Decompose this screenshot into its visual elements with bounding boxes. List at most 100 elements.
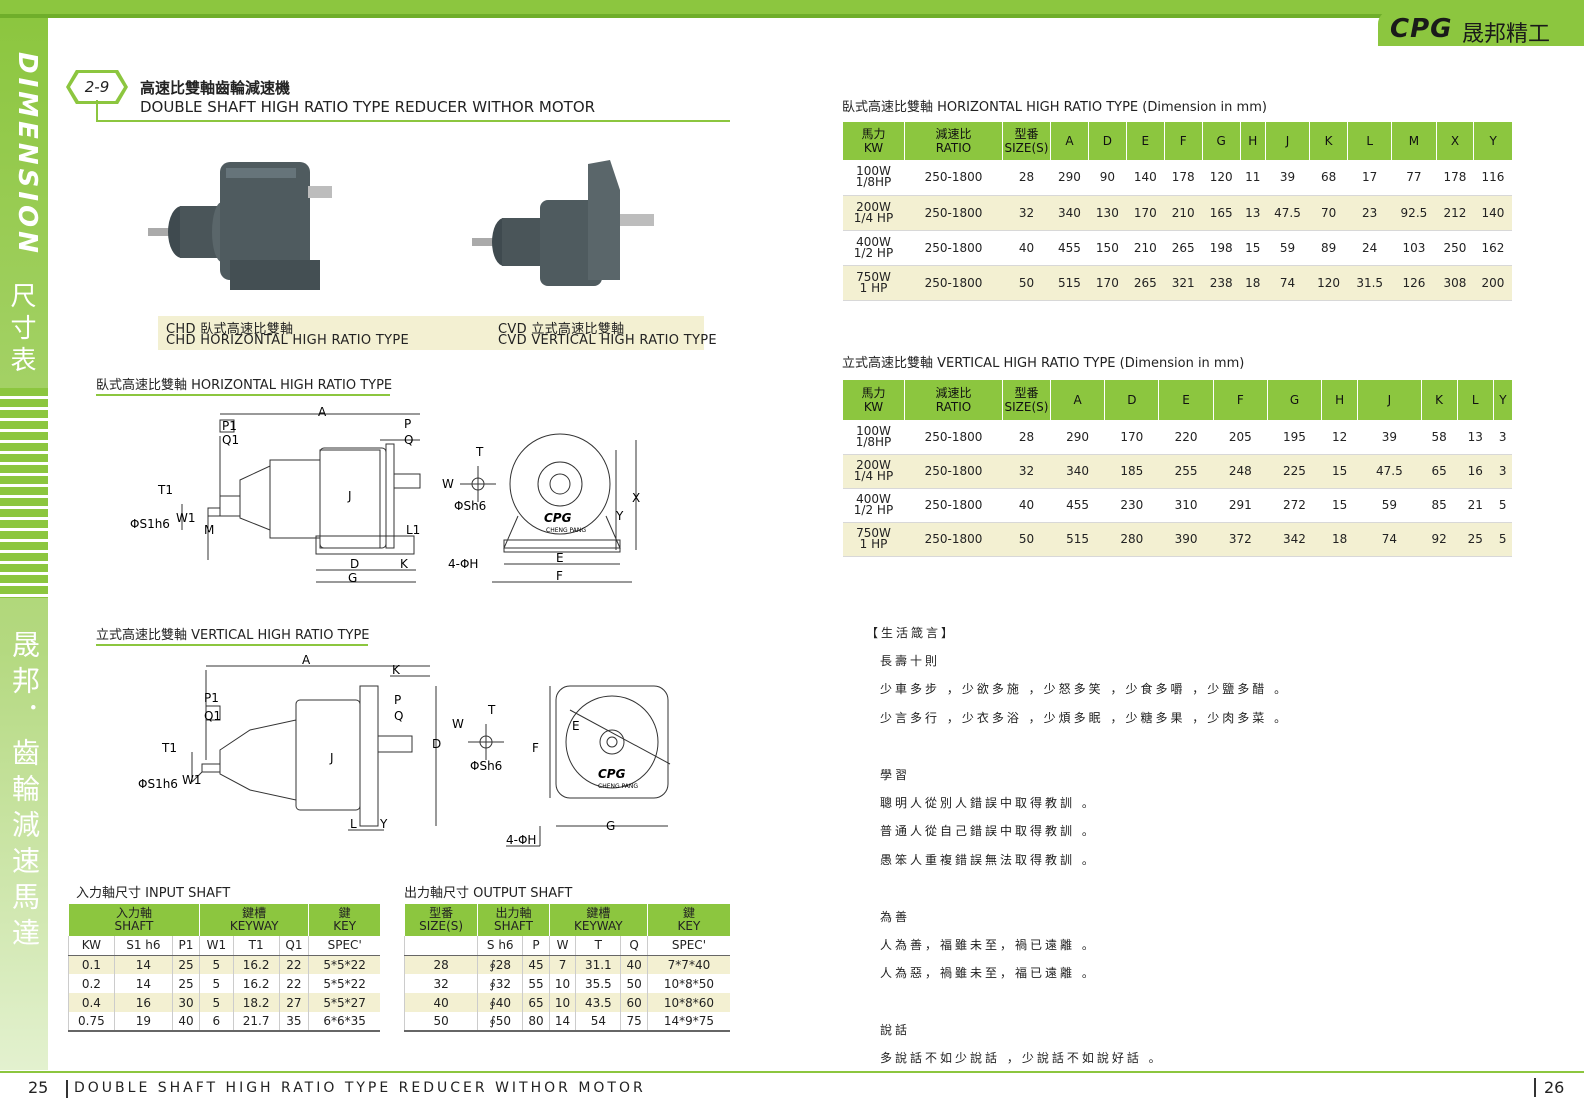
table-cell: 24 bbox=[1347, 230, 1392, 266]
table-cell: 150 bbox=[1088, 230, 1127, 266]
table-cell: 340 bbox=[1050, 195, 1089, 231]
table-cell: 47.5 bbox=[1265, 195, 1310, 231]
table-cell: 230 bbox=[1104, 488, 1159, 523]
section-number: 2-9 bbox=[70, 73, 124, 101]
table-cell: 130 bbox=[1088, 195, 1127, 231]
table-cell: 32 bbox=[1002, 195, 1051, 231]
table-cell: 75 bbox=[620, 1012, 648, 1031]
table-cell: 28 bbox=[1002, 420, 1051, 455]
table-cell: 18 bbox=[1321, 522, 1358, 557]
table-header: L bbox=[1456, 380, 1494, 420]
table-cell: 32 bbox=[1002, 454, 1051, 489]
horizontal-drawing: A P Q P1 Q1 J M L1 T1 W1 ΦS1h6 D K G T W… bbox=[130, 405, 640, 585]
table-cell: 40 bbox=[1002, 488, 1051, 523]
table-cell: 92.5 bbox=[1391, 195, 1437, 231]
table-cell: 12 bbox=[1321, 420, 1358, 455]
proverb-line: 說話 bbox=[880, 1023, 911, 1038]
table-cell: 40 bbox=[620, 955, 648, 974]
table-cell: 238 bbox=[1202, 265, 1241, 301]
table-subheader: P1 bbox=[172, 936, 200, 956]
table-cell: 250-1800 bbox=[904, 454, 1003, 489]
table-subheader: T bbox=[575, 936, 621, 956]
hdim-D: D bbox=[350, 557, 359, 571]
table-cell: 27 bbox=[278, 993, 309, 1012]
table-cell: 515 bbox=[1050, 522, 1105, 557]
table-cell: 25 bbox=[172, 974, 200, 993]
page-number-right: 26 bbox=[1534, 1078, 1564, 1097]
table-cell: 162 bbox=[1473, 230, 1512, 266]
table-header: L bbox=[1347, 122, 1392, 160]
table-header: J bbox=[1357, 380, 1422, 420]
proverb-line bbox=[880, 879, 1289, 907]
table-cell: 58 bbox=[1421, 420, 1458, 455]
caption-cvd-en: CVD VERTICAL HIGH RATIO TYPE bbox=[498, 333, 717, 348]
table-cell: 248 bbox=[1213, 454, 1268, 489]
vdim-Sh: ΦSh6 bbox=[470, 759, 502, 773]
table-cell: 455 bbox=[1050, 230, 1089, 266]
table-cell: 40 bbox=[1002, 230, 1051, 266]
hdim-L1: L1 bbox=[406, 523, 420, 537]
table-cell: 195 bbox=[1267, 420, 1322, 455]
sidebar-dimension-cn: 尺寸表 bbox=[6, 282, 36, 378]
table-cell: 18 bbox=[1240, 265, 1266, 301]
table-header: F bbox=[1163, 122, 1203, 160]
vdim-Q1: Q1 bbox=[204, 709, 221, 723]
hdim-Sh: ΦSh6 bbox=[454, 499, 486, 513]
table-cell: 31.5 bbox=[1347, 265, 1392, 301]
hdim-E: E bbox=[556, 551, 564, 565]
table-cell: 74 bbox=[1265, 265, 1310, 301]
brand-logo: CPG bbox=[1390, 14, 1453, 44]
proverb-line: 少言多行 ，少衣多浴 ，少煩多眠 ，少糖多果 ，少肉多菜 。 bbox=[880, 710, 1290, 725]
top-bar-line bbox=[0, 14, 1584, 18]
section-title-en: DOUBLE SHAFT HIGH RATIO TYPE REDUCER WIT… bbox=[140, 98, 596, 116]
table-cell: ∮28 bbox=[477, 955, 523, 974]
hdim-Q: Q bbox=[404, 433, 413, 447]
vdim-T1: T1 bbox=[161, 741, 177, 755]
table-header: K bbox=[1420, 380, 1458, 420]
vdraw-logo: CPG bbox=[598, 767, 626, 781]
table-cell: 5 bbox=[1493, 488, 1512, 523]
vdim-W1: W1 bbox=[182, 773, 202, 787]
table-cell: 47.5 bbox=[1357, 454, 1422, 489]
table-cell: 10*8*60 bbox=[646, 993, 730, 1012]
table-cell: 65 bbox=[522, 993, 550, 1012]
table-cell: 16 bbox=[1457, 454, 1494, 489]
table-cell: 103 bbox=[1391, 230, 1437, 266]
table-cell: 250-1800 bbox=[904, 488, 1003, 523]
table-cell: 39 bbox=[1265, 160, 1310, 196]
table-cell: 23 bbox=[1347, 195, 1392, 231]
table-cell: 22 bbox=[278, 955, 309, 974]
vdim-J: J bbox=[329, 751, 334, 765]
table-cell: 0.75 bbox=[68, 1012, 115, 1031]
table-cell: 60 bbox=[620, 993, 648, 1012]
hdim-T: T bbox=[475, 445, 484, 459]
vdim-S1: ΦS1h6 bbox=[138, 777, 178, 791]
table-cell: 14 bbox=[548, 1012, 576, 1031]
hdim-Q1: Q1 bbox=[222, 433, 239, 447]
table-subheader: Q1 bbox=[278, 936, 309, 956]
section-title-cn: 高速比雙軸齒輪減速機 bbox=[140, 79, 291, 97]
footer-text: DOUBLE SHAFT HIGH RATIO TYPE REDUCER WIT… bbox=[66, 1080, 646, 1098]
table-cell: 16.2 bbox=[232, 974, 280, 993]
table-cell: 120 bbox=[1309, 265, 1348, 301]
table-cell: 5 bbox=[1493, 522, 1512, 557]
vdim-H: 4-ΦH bbox=[506, 833, 536, 847]
brand-tab bbox=[1378, 10, 1584, 46]
table-cell: 28 bbox=[403, 955, 478, 974]
table-cell: 250 bbox=[1436, 230, 1474, 266]
input-shaft-title: 入力軸尺寸 INPUT SHAFT bbox=[76, 886, 231, 901]
vdim-T: T bbox=[487, 703, 496, 717]
hdim-W: W bbox=[442, 477, 454, 491]
table-header: E bbox=[1158, 380, 1214, 420]
